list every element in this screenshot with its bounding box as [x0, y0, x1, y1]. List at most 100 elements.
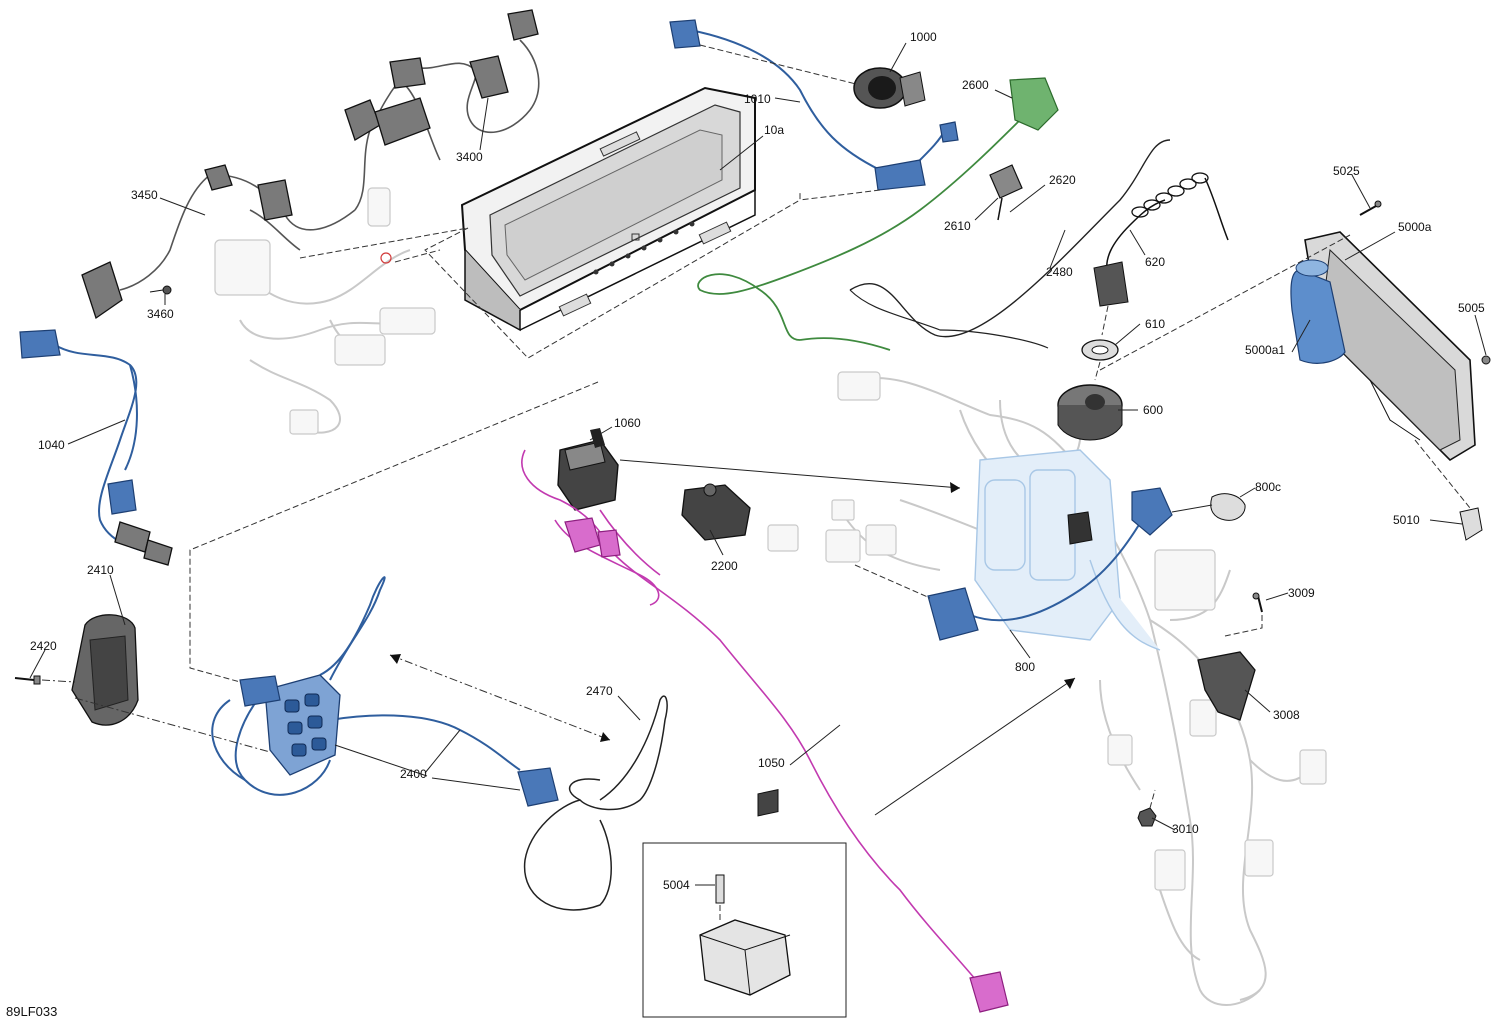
coiled-lanyard — [1093, 172, 1229, 307]
leader-dash — [189, 381, 599, 683]
callout-leaders — [29, 42, 1487, 886]
ghost-connector — [1244, 839, 1274, 877]
ghost-connector — [1299, 749, 1327, 785]
tether-cord — [849, 289, 1049, 349]
callout-1050: 1050 — [758, 756, 785, 770]
tether-cord-icon — [849, 139, 1171, 338]
callout-800c: 800c — [1255, 480, 1281, 494]
callout-5000a1: 5000a1 — [1245, 343, 1285, 357]
callout-2600: 2600 — [962, 78, 989, 92]
leader-arrow — [874, 677, 1076, 816]
callout-3400: 3400 — [456, 150, 483, 164]
sensor-icon — [681, 483, 751, 541]
callout-3450: 3450 — [131, 188, 158, 202]
harness-1050 — [521, 449, 1009, 1013]
ghost-connector — [837, 371, 881, 401]
harness-3400-3450 — [81, 9, 540, 320]
arrow-head — [950, 482, 960, 493]
harness-1010 — [669, 19, 959, 191]
display-cluster-icon — [460, 86, 756, 332]
callout-3008: 3008 — [1273, 708, 1300, 722]
callout-2480: 2480 — [1046, 265, 1073, 279]
switch-pack-icon — [211, 576, 559, 807]
leader-dash — [394, 249, 441, 263]
cap-800c — [1210, 493, 1246, 521]
ghost-connector — [767, 524, 799, 552]
callout-2400: 2400 — [400, 767, 427, 781]
callout-labels: 1000 1010 10a 2600 2620 2610 2480 620 61… — [6, 30, 1485, 1019]
reference-code: 89LF033 — [6, 1004, 57, 1019]
callout-610: 610 — [1145, 317, 1165, 331]
inset-switch-5004 — [699, 789, 791, 996]
leader-dash — [299, 227, 469, 259]
ring-nut-610 — [1081, 339, 1119, 361]
ghost-harness-upper-left — [214, 187, 436, 435]
callout-1060: 1060 — [614, 416, 641, 430]
fastener-icon — [1137, 592, 1263, 827]
leader-dash — [799, 189, 881, 201]
callout-5004: 5004 — [663, 878, 690, 892]
ghost-module — [1154, 549, 1216, 611]
callout-1040: 1040 — [38, 438, 65, 452]
harness-2600 — [697, 77, 1059, 351]
cap-5010 — [1459, 507, 1483, 541]
callout-2410: 2410 — [87, 563, 114, 577]
leader-dash — [74, 697, 271, 753]
leader-dash — [1224, 615, 1263, 637]
highlight-ring — [380, 252, 392, 264]
ghost-connector — [825, 529, 861, 563]
leader-dash — [1149, 789, 1156, 809]
callout-1000: 1000 — [910, 30, 937, 44]
callout-2610: 2610 — [944, 219, 971, 233]
ghost-harness-main — [767, 371, 1327, 1006]
fastener-icon — [14, 675, 41, 685]
callout-3460: 3460 — [147, 307, 174, 321]
ghost-steering-unit — [974, 449, 1161, 651]
leader-dash — [1099, 234, 1351, 371]
leader-dash — [699, 44, 861, 86]
power-socket-icon — [853, 67, 926, 109]
arrow-head — [600, 732, 610, 742]
leader-dash — [1414, 439, 1471, 509]
callout-5010: 5010 — [1393, 513, 1420, 527]
callout-10a: 10a — [764, 123, 784, 137]
ghost-connector — [865, 524, 897, 556]
leader-line — [1171, 504, 1213, 513]
harness-800 — [927, 487, 1173, 641]
leader-dash — [1101, 305, 1109, 336]
ignition-switch-600 — [1057, 384, 1123, 441]
leader-arrow — [619, 459, 961, 489]
arrow-head — [390, 654, 401, 664]
callout-5025: 5025 — [1333, 164, 1360, 178]
leader-dash — [41, 679, 76, 683]
callout-2470: 2470 — [586, 684, 613, 698]
callout-5000a: 5000a — [1398, 220, 1432, 234]
callout-5005: 5005 — [1458, 301, 1485, 315]
fastener-icon — [1359, 200, 1491, 365]
switch-cover-2410 — [71, 614, 139, 726]
ignition-bracket — [989, 164, 1023, 221]
harness-1040 — [19, 329, 173, 566]
ghost-connector — [1189, 699, 1217, 737]
callout-2620: 2620 — [1049, 173, 1076, 187]
sensor-icon — [81, 261, 123, 320]
callout-3009: 3009 — [1288, 586, 1315, 600]
ghost-connector — [1107, 734, 1133, 766]
leader-dash — [1094, 361, 1101, 381]
ghost-connector — [1154, 849, 1186, 891]
arrow-head — [1064, 678, 1075, 689]
leader-dash — [389, 654, 611, 741]
callout-620: 620 — [1145, 255, 1165, 269]
callout-600: 600 — [1143, 403, 1163, 417]
callout-1010: 1010 — [744, 92, 771, 106]
callout-3010: 3010 — [1172, 822, 1199, 836]
callout-2420: 2420 — [30, 639, 57, 653]
ignition-key-icon — [1009, 77, 1059, 131]
ghost-connector — [831, 499, 855, 521]
grip-loop-2470 — [523, 695, 668, 911]
grip-loop-2470-end — [568, 778, 601, 801]
bracket-3008 — [1197, 651, 1256, 721]
rocker-switch-icon — [557, 428, 619, 511]
leader-dash — [424, 192, 801, 359]
